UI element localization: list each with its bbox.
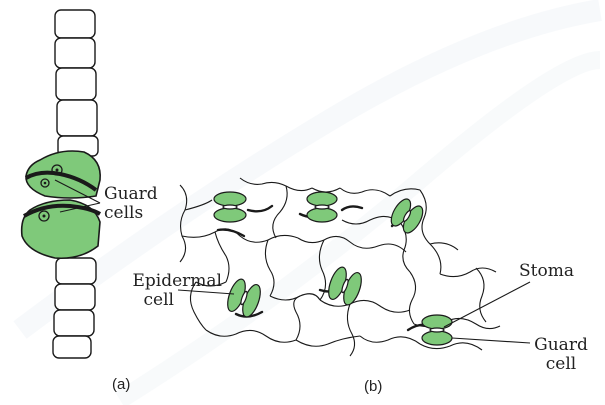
stoma-6 — [422, 315, 452, 345]
label-guard-cells: Guard cells — [104, 185, 158, 223]
label-epidermal-cell: Epidermal cell — [102, 272, 222, 310]
label-stoma: Stoma — [519, 262, 574, 281]
caption-panel-a: (a) — [112, 376, 130, 393]
stoma-2 — [307, 192, 337, 222]
label-guard-cell: Guard cell — [526, 336, 596, 374]
stoma-1 — [214, 192, 246, 222]
stoma-3 — [387, 196, 426, 236]
panel-a-guard-cells — [22, 151, 101, 258]
caption-panel-b: (b) — [364, 378, 382, 395]
panel-b-stomata — [214, 192, 452, 345]
